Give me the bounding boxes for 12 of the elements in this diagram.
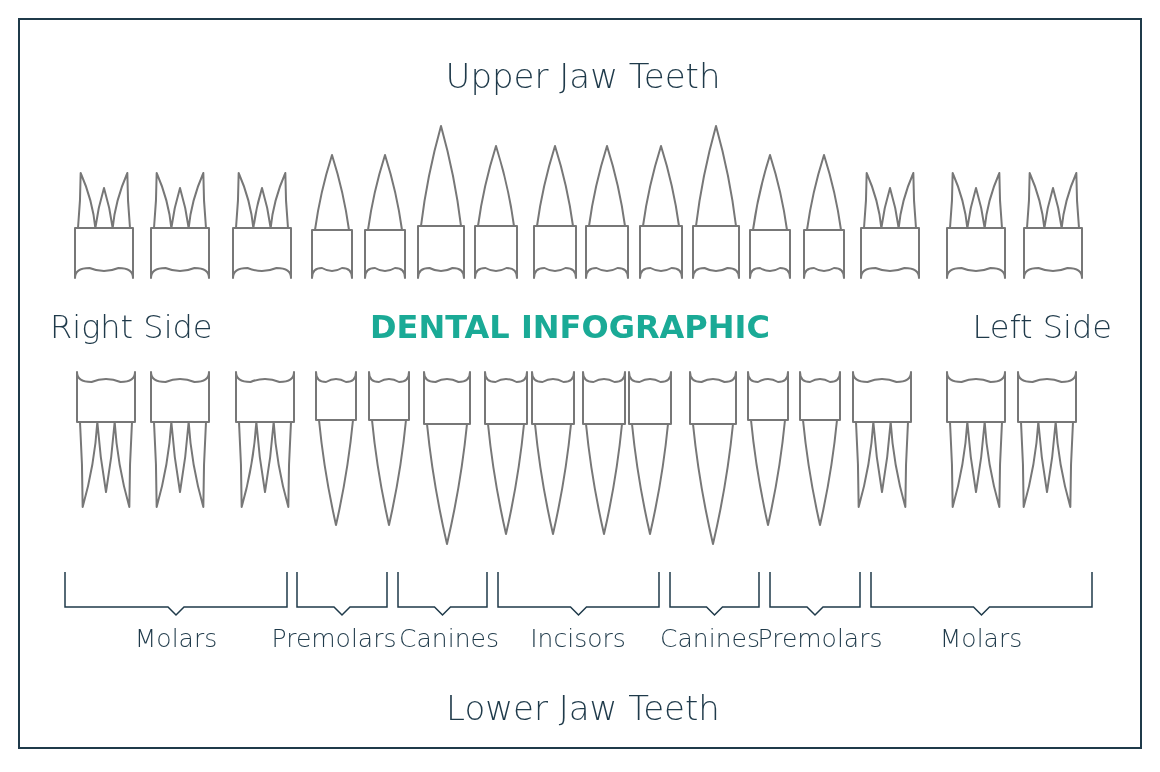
title: DENTAL INFOGRAPHIC <box>370 311 770 343</box>
side-label: Left Side <box>972 311 1112 343</box>
tooth-group-label: Molars <box>939 625 1023 651</box>
tooth-group-label: Premolars <box>757 625 883 651</box>
tooth-group-label: Molars <box>134 625 218 651</box>
tooth-group-label: Canines <box>399 625 499 651</box>
jaw-label: Lower Jaw Teeth <box>446 691 720 725</box>
tooth-group-label: Canines <box>660 625 760 651</box>
tooth-group-label: Premolars <box>271 625 397 651</box>
jaw-label: Upper Jaw Teeth <box>445 59 721 93</box>
side-label: Right Side <box>50 311 213 343</box>
tooth-group-label: Incisors <box>530 625 626 651</box>
